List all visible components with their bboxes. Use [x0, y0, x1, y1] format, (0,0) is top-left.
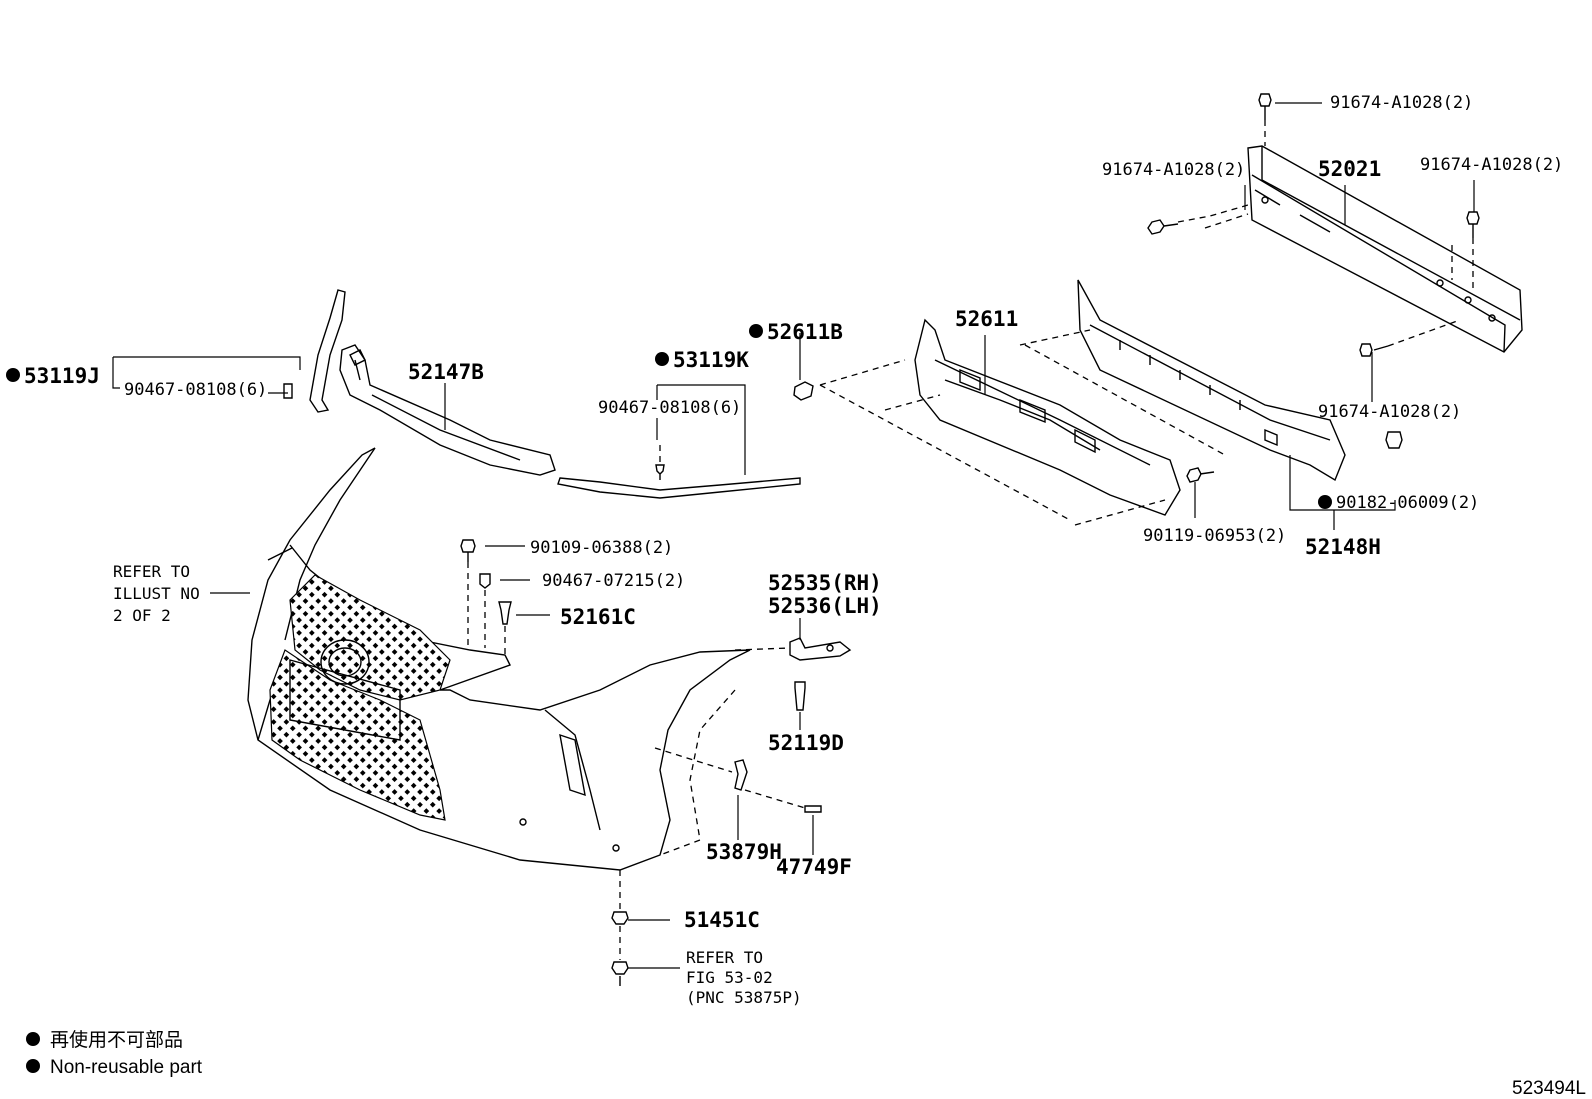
- note-refer-fig-3: (PNC 53875P): [686, 988, 802, 1007]
- non-reusable-marker: [26, 1059, 40, 1073]
- non-reusable-marker: [655, 352, 669, 366]
- note-refer-illust-1: REFER TO: [113, 562, 190, 581]
- label-91674-left: 91674-A1028(2): [1102, 160, 1245, 180]
- clip-icon: [611, 870, 629, 986]
- bolt-icon: [1451, 211, 1480, 290]
- non-reusable-marker: [1318, 495, 1332, 509]
- clip-icon: [655, 464, 665, 480]
- clip-icon: [734, 759, 748, 791]
- label-53119j: 53119J: [24, 364, 100, 388]
- label-52611b: 52611B: [767, 320, 843, 344]
- upper-molding-53119k: [557, 477, 801, 499]
- non-reusable-marker: [6, 368, 20, 382]
- retainer-52147b: [339, 344, 556, 476]
- bracket-52535: [789, 637, 852, 661]
- bumper-reinforcement-52021: [1247, 145, 1523, 353]
- label-90109: 90109-06388(2): [530, 538, 673, 558]
- label-51451c: 51451C: [684, 908, 760, 932]
- label-53119k: 53119K: [673, 348, 749, 372]
- legend-japanese: 再使用不可部品: [50, 1029, 183, 1051]
- non-reusable-marker: [26, 1032, 40, 1046]
- bolt-icon: [1359, 319, 1461, 357]
- pin-icon: [804, 805, 822, 813]
- front-bumper-cover: [247, 447, 751, 871]
- bolt-icon: [1147, 204, 1249, 235]
- side-molding-53119j: [309, 289, 346, 413]
- label-90467-j: 90467-08108(6): [124, 380, 267, 400]
- note-refer-illust-3: 2 OF 2: [113, 606, 171, 625]
- label-52148h: 52148H: [1305, 535, 1381, 559]
- note-refer-fig-2: FIG 53-02: [686, 968, 773, 987]
- label-47749f: 47749F: [776, 855, 852, 879]
- label-90119: 90119-06953(2): [1143, 526, 1286, 546]
- bolt-icon: [1186, 467, 1215, 483]
- label-52161c: 52161C: [560, 605, 636, 629]
- clip-icon: [479, 573, 491, 648]
- clip-icon: [283, 383, 293, 399]
- clip-icon: [498, 601, 512, 655]
- clip-icon: [793, 381, 814, 401]
- label-53879h: 53879H: [706, 840, 782, 864]
- figure-id: 523494L: [1512, 1078, 1586, 1099]
- non-reusable-marker: [749, 324, 763, 338]
- bolt-icon: [460, 539, 476, 645]
- note-refer-fig-1: REFER TO: [686, 948, 763, 967]
- label-52021: 52021: [1318, 157, 1381, 181]
- bumper-support-52148h: [1077, 279, 1346, 482]
- energy-absorber-52611: [914, 318, 1181, 516]
- label-91674-right: 91674-A1028(2): [1420, 155, 1563, 175]
- bolt-icon: [1258, 93, 1272, 146]
- clip-icon: [794, 681, 806, 711]
- label-52535: 52535(RH): [768, 571, 882, 595]
- label-52536: 52536(LH): [768, 594, 882, 618]
- label-91674-bottom: 91674-A1028(2): [1318, 402, 1461, 422]
- nut-icon: [1385, 431, 1403, 449]
- legend-english: Non-reusable part: [50, 1057, 203, 1078]
- leader-lines: [112, 102, 1475, 969]
- label-52147b: 52147B: [408, 360, 484, 384]
- label-90182: 90182-06009(2): [1336, 493, 1479, 513]
- label-52119d: 52119D: [768, 731, 844, 755]
- label-91674-top: 91674-A1028(2): [1330, 93, 1473, 113]
- label-90467-k: 90467-08108(6): [598, 398, 741, 418]
- label-90467-07215: 90467-07215(2): [542, 571, 685, 591]
- note-refer-illust-2: ILLUST NO: [113, 584, 200, 603]
- label-52611: 52611: [955, 307, 1018, 331]
